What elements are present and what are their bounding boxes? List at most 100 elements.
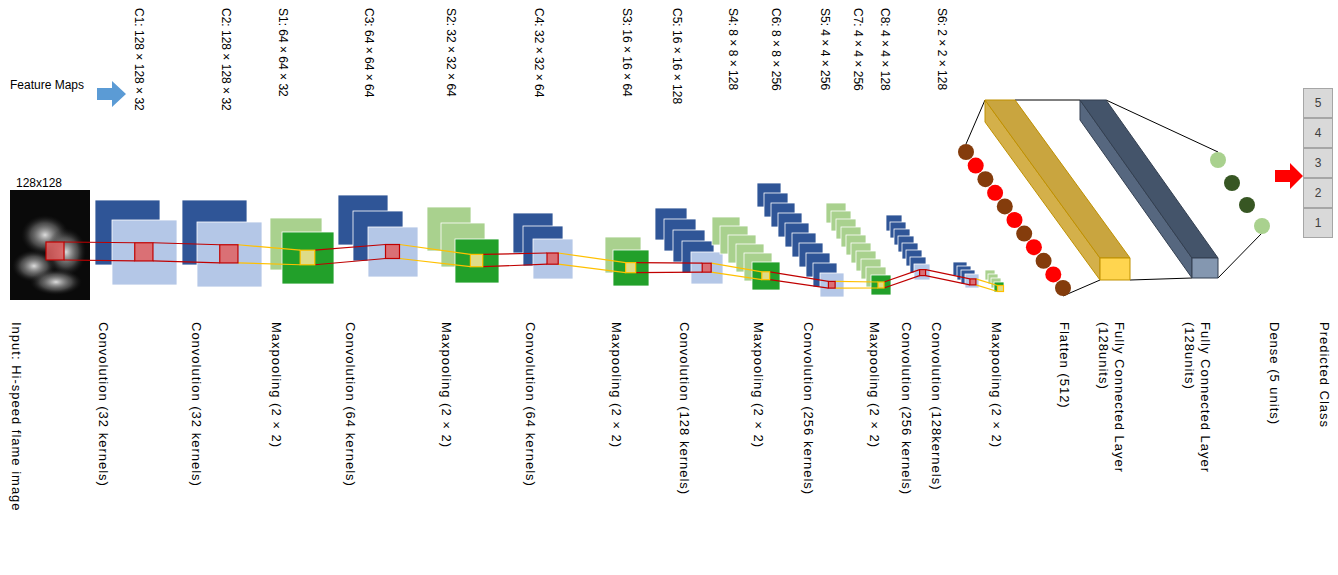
feature-map <box>820 273 844 297</box>
layer-type-label: Convolution (64 kernels) <box>342 322 358 487</box>
kernel-link <box>926 276 970 285</box>
layer-type-label: Convolution (32 kernels) <box>95 322 111 487</box>
kernel-link <box>315 259 386 265</box>
kernel-link <box>770 272 829 282</box>
feature-map-size: C4: 32 × 32 × 64 <box>532 8 546 97</box>
kernel-link <box>400 259 471 267</box>
feature-map-size: C1: 128 × 128 × 32 <box>132 8 146 111</box>
kernel-window <box>920 270 926 276</box>
kernel-link <box>884 270 920 282</box>
flatten-neuron <box>1055 280 1071 296</box>
kernel-link <box>153 243 220 245</box>
kernel-window <box>46 242 64 260</box>
kernel-window <box>220 245 238 263</box>
layer-type-label: Maxpooling (2 × 2) <box>866 322 882 448</box>
kernel-window <box>998 286 1004 292</box>
kernel-link <box>483 264 547 267</box>
flatten-neuron <box>1036 253 1052 269</box>
class-number: 4 <box>1315 126 1322 140</box>
kernel-window <box>828 281 835 288</box>
connection-line <box>1130 278 1192 280</box>
kernel-window <box>386 245 400 259</box>
layer-type-label: Flatten (512) <box>1056 322 1072 409</box>
feature-map <box>455 239 499 283</box>
layer-type-label: Input: Hi-speed flame image <box>8 322 24 512</box>
dense-bar-front <box>1192 258 1218 278</box>
flatten-neuron <box>968 158 984 174</box>
layer-type-label: Maxpooling (2 × 2) <box>268 322 284 448</box>
feature-map-size: S5: 4 × 4 × 256 <box>818 8 832 90</box>
kernel-window <box>702 263 711 272</box>
kernel-window <box>300 250 315 265</box>
feature-map <box>914 264 930 280</box>
kernel-window <box>878 282 884 288</box>
flatten-neuron <box>1007 212 1023 228</box>
kernel-link <box>483 253 547 254</box>
class-number: 2 <box>1315 186 1322 200</box>
feature-map <box>613 250 649 286</box>
layer-type-label: Convolution (256 kernels) <box>800 322 816 495</box>
class-box: 5 <box>1303 88 1333 118</box>
feature-map <box>533 239 573 279</box>
feature-map-size: C7: 4 × 4 × 256 <box>851 8 865 91</box>
dense-neuron <box>1254 218 1270 234</box>
kernel-link <box>238 263 300 265</box>
layer-type-label: Dense (5 units) <box>1266 322 1282 425</box>
feature-map <box>368 227 418 277</box>
flatten-neuron <box>997 198 1013 214</box>
dense-bar-side <box>985 100 1100 280</box>
flatten-neuron <box>1026 239 1042 255</box>
kernel-link <box>976 279 998 286</box>
layer-type-label: Convolution (64 kernels) <box>522 322 538 487</box>
feature-map-size: C5: 16 × 16 × 128 <box>670 8 684 104</box>
kernel-link <box>558 264 625 272</box>
class-box: 4 <box>1303 118 1333 148</box>
dense-bar-side <box>1080 100 1192 278</box>
class-number: 1 <box>1315 216 1322 230</box>
layer-type-label: Maxpooling (2 × 2) <box>750 322 766 448</box>
flatten-neuron <box>987 185 1003 201</box>
feature-map <box>752 262 780 290</box>
dense-neuron <box>1239 197 1255 213</box>
layer-type-label: Fully Connected Layer (128units) <box>1096 322 1127 497</box>
annotation-label: Feature Maps <box>10 78 84 92</box>
feature-map <box>282 232 334 284</box>
class-box: 2 <box>1303 178 1333 208</box>
flatten-neuron <box>1045 266 1061 282</box>
kernel-link <box>315 245 386 251</box>
feature-map-size: S1: 64 × 64 × 32 <box>276 8 290 97</box>
kernel-link <box>400 245 471 255</box>
image-size-label: 128x128 <box>16 176 62 190</box>
layer-type-label: Convolution (256 kernels) <box>898 322 914 495</box>
flatten-neuron <box>977 171 993 187</box>
feature-map-size: S2: 32 × 32 × 64 <box>444 8 458 97</box>
feature-map <box>197 222 262 287</box>
feature-map <box>965 274 979 288</box>
kernel-link <box>558 253 625 263</box>
feature-map <box>871 275 891 295</box>
kernel-link <box>636 272 703 274</box>
kernel-link <box>64 259 135 261</box>
class-number: 5 <box>1315 96 1322 110</box>
kernel-link <box>835 287 878 288</box>
connection-line <box>966 100 985 144</box>
kernel-window <box>470 254 482 266</box>
kernel-window <box>547 253 558 264</box>
connection-line <box>1015 100 1080 101</box>
kernel-link <box>976 285 998 292</box>
layer-type-label: Maxpooling (2 × 2) <box>608 322 624 448</box>
layer-type-label: Maxpooling (2 × 2) <box>438 322 454 448</box>
feature-map-size: C2: 128 × 128 × 32 <box>219 8 233 111</box>
feature-map <box>112 220 177 285</box>
dense-bar-front <box>1100 258 1130 280</box>
feature-map-size: C8: 4 × 4 × 128 <box>878 8 892 91</box>
kernel-window <box>762 272 770 280</box>
feature-maps-arrow <box>97 81 126 107</box>
kernel-link <box>238 245 300 250</box>
class-number: 3 <box>1315 156 1322 170</box>
flatten-neuron <box>1016 226 1032 242</box>
kernel-link <box>835 281 878 283</box>
kernel-window <box>970 279 976 285</box>
